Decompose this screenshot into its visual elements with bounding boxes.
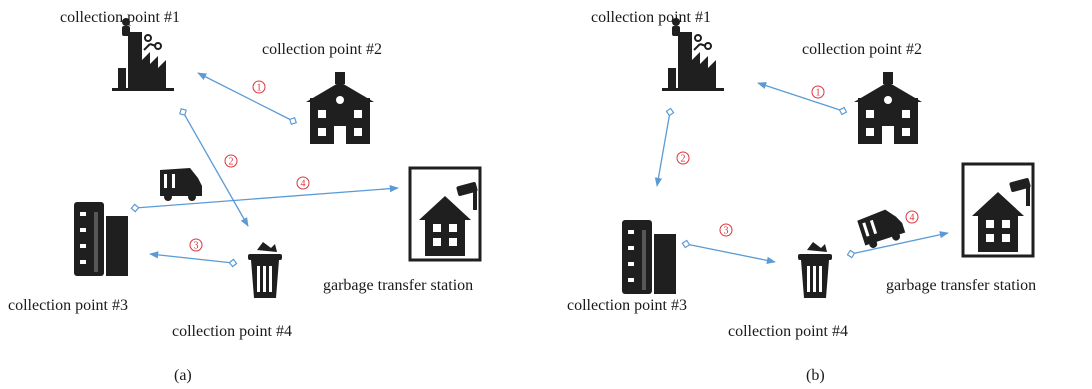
station-label: garbage transfer station <box>886 277 1036 294</box>
svg-text:3: 3 <box>724 226 729 237</box>
station-label: garbage transfer station <box>323 277 473 294</box>
cp2-label: collection point #2 <box>802 41 922 58</box>
route-1-arrow <box>757 82 848 116</box>
step-marker-3: 3 <box>189 238 203 252</box>
route-2-arrow <box>654 107 675 187</box>
cp1-label: collection point #1 <box>60 9 180 26</box>
svg-text:1: 1 <box>816 88 821 99</box>
svg-text:2: 2 <box>229 157 234 168</box>
caption-a: (a) <box>174 367 192 384</box>
cp2-label: collection point #2 <box>262 41 382 58</box>
trash-can-icon <box>798 242 832 298</box>
step-marker-1: 1 <box>252 80 266 94</box>
caption-b: (b) <box>806 367 825 384</box>
svg-text:3: 3 <box>194 241 199 252</box>
panel-a: collection point #1 collection point #2 … <box>8 9 482 384</box>
transfer-station-icon <box>961 162 1035 258</box>
route-4-arrow <box>130 184 399 213</box>
cp4-label: collection point #4 <box>728 323 848 340</box>
svg-text:4: 4 <box>301 179 306 190</box>
step-marker-4: 4 <box>296 176 310 190</box>
office-building-icon <box>74 202 128 276</box>
route-3-arrow <box>681 239 776 264</box>
garbage-truck-icon <box>160 168 202 201</box>
route-4-arrow <box>846 231 949 259</box>
cp1-label: collection point #1 <box>591 9 711 26</box>
office-building-icon <box>622 220 676 294</box>
cp3-label: collection point #3 <box>8 297 128 314</box>
cp4-label: collection point #4 <box>172 323 292 340</box>
svg-text:1: 1 <box>257 83 262 94</box>
route-2-arrow <box>179 108 249 227</box>
step-marker-2: 2 <box>676 151 690 165</box>
route-3-arrow <box>149 251 238 268</box>
cp3-label: collection point #3 <box>567 297 687 314</box>
svg-text:4: 4 <box>910 213 915 224</box>
step-marker-3: 3 <box>719 223 733 237</box>
svg-text:2: 2 <box>681 154 686 165</box>
school-building-icon <box>306 72 374 144</box>
route-1-arrow <box>197 72 297 125</box>
step-marker-2: 2 <box>224 154 238 168</box>
school-building-icon <box>854 72 922 144</box>
transfer-station-icon <box>408 166 482 262</box>
trash-can-icon <box>248 242 282 298</box>
step-marker-4: 4 <box>905 210 919 224</box>
step-marker-1: 1 <box>811 85 825 99</box>
factory-icon <box>111 17 175 92</box>
factory-icon <box>661 17 725 92</box>
panel-b: collection point #1 collection point #2 … <box>567 9 1036 384</box>
